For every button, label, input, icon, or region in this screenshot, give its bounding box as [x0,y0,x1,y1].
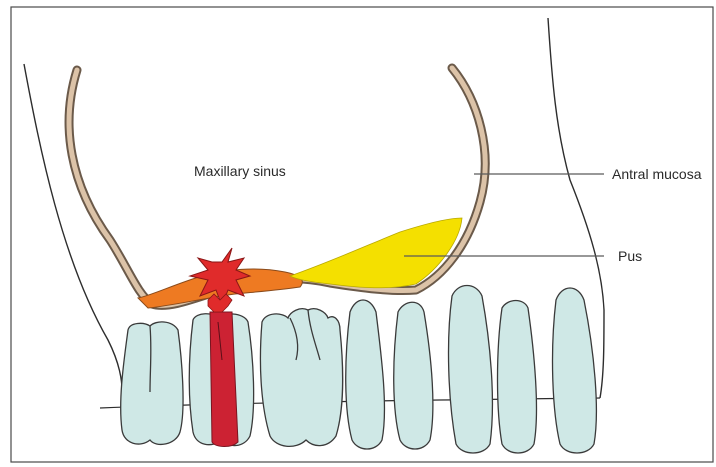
tooth-5 [394,302,433,449]
tooth-4 [346,300,385,449]
label-antral-mucosa: Antral mucosa [612,166,702,182]
label-maxillary-sinus: Maxillary sinus [194,163,286,179]
tooth-6 [449,286,493,454]
label-pus: Pus [618,248,642,264]
teeth-row [121,286,597,454]
tooth-1-furcation [150,326,151,392]
tooth-7 [498,301,537,454]
tooth-1 [121,322,183,445]
tooth-8 [553,288,597,453]
tooth-3 [260,309,342,447]
